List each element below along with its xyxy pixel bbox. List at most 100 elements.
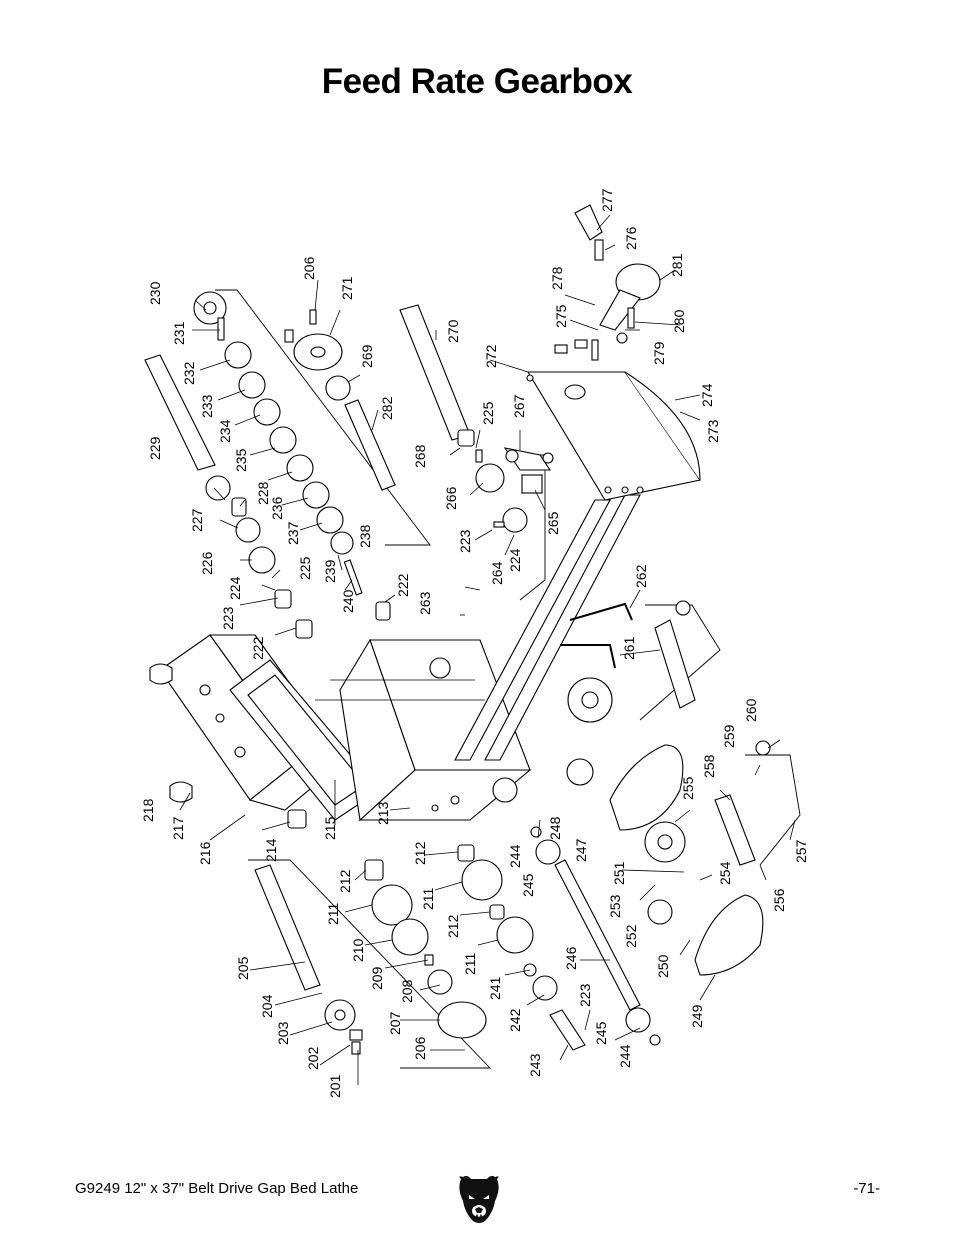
knobs (149, 663, 307, 829)
callout-243: 243 (527, 1053, 543, 1077)
lever-assembly-lower (644, 740, 771, 976)
callout-209: 209 (369, 966, 385, 990)
callout-217: 217 (170, 816, 186, 840)
callout-213: 213 (375, 801, 391, 825)
callout-207: 207 (387, 1011, 403, 1035)
callout-238: 238 (357, 524, 373, 548)
shaft-270 (399, 304, 483, 463)
footer-model-name: G9249 12" x 37" Belt Drive Gap Bed Lathe (75, 1180, 359, 1197)
shift-handle (554, 204, 661, 361)
callout-258: 258 (701, 754, 717, 778)
callout-212-a: 212 (337, 869, 353, 893)
callout-266: 266 (443, 486, 459, 510)
callout-labels: 201 202 203 204 205 206 207 208 209 210 … (140, 188, 809, 1098)
callout-211-c: 211 (462, 952, 478, 975)
callout-203: 203 (275, 1021, 291, 1045)
callout-240: 240 (340, 589, 356, 613)
callout-236: 236 (269, 496, 285, 520)
callout-274: 274 (699, 383, 715, 407)
lever-assembly-upper (566, 600, 696, 831)
callout-273: 273 (705, 419, 721, 443)
callout-233: 233 (199, 394, 215, 418)
callout-249: 249 (689, 1004, 705, 1028)
callout-281: 281 (669, 253, 685, 277)
callout-239: 239 (322, 559, 338, 583)
callout-214: 214 (263, 838, 279, 862)
callout-216: 216 (197, 841, 213, 865)
callout-246: 246 (563, 946, 579, 970)
callout-257: 257 (793, 839, 809, 863)
hex-wrench-261 (560, 644, 616, 669)
callout-268: 268 (412, 444, 428, 468)
callout-280: 280 (671, 309, 687, 333)
frame-lower-shaft (248, 859, 492, 1069)
callout-226: 226 (199, 551, 215, 575)
gearbox-main-case (315, 638, 532, 822)
callout-210: 210 (350, 938, 366, 962)
side-cover-272 (526, 371, 701, 501)
callout-255: 255 (680, 776, 696, 800)
callout-256: 256 (771, 888, 787, 912)
callout-252: 252 (623, 924, 639, 948)
callout-247: 247 (573, 838, 589, 862)
callout-241: 241 (487, 976, 503, 1000)
callout-224-b: 224 (507, 548, 523, 572)
callout-223-a: 223 (220, 606, 236, 630)
lower-gears (364, 826, 661, 1051)
callout-264: 264 (489, 561, 505, 585)
callout-276: 276 (623, 226, 639, 250)
callout-211-b: 211 (420, 887, 436, 910)
callout-237: 237 (285, 521, 301, 545)
callout-225-a: 225 (297, 556, 313, 580)
callout-267: 267 (511, 394, 527, 418)
callout-253: 253 (607, 894, 623, 918)
callout-260: 260 (743, 698, 759, 722)
callout-244-a: 244 (507, 844, 523, 868)
shift-fork-267 (475, 447, 554, 533)
bear-logo-icon (459, 1175, 499, 1223)
frame-upper-left (215, 289, 431, 546)
callout-225-b: 225 (480, 401, 496, 425)
callout-245-b: 245 (593, 1021, 609, 1045)
callout-222-a: 222 (250, 636, 266, 660)
callout-223-c: 223 (577, 983, 593, 1007)
callout-262: 262 (633, 564, 649, 588)
callout-222-b: 222 (395, 573, 411, 597)
hex-wrench-262 (569, 602, 633, 621)
callout-259: 259 (721, 724, 737, 748)
callout-245-a: 245 (520, 873, 536, 897)
callout-265: 265 (545, 511, 561, 535)
callout-242: 242 (507, 1008, 523, 1032)
callout-263: 263 (417, 591, 433, 615)
callout-250: 250 (655, 954, 671, 978)
callout-205: 205 (235, 956, 251, 980)
callout-272: 272 (483, 344, 499, 368)
callout-282: 282 (379, 396, 395, 420)
callout-277: 277 (599, 188, 615, 212)
callout-202: 202 (305, 1046, 321, 1070)
callout-212-b: 212 (412, 841, 428, 865)
callout-201: 201 (327, 1074, 343, 1098)
callout-235: 235 (233, 448, 249, 472)
callout-211-a: 211 (325, 902, 341, 925)
leader-lines (179, 214, 796, 1085)
flange-271 (284, 309, 396, 491)
callout-278: 278 (549, 266, 565, 290)
callout-231: 231 (171, 321, 187, 345)
callout-228: 228 (255, 481, 271, 505)
page-title: Feed Rate Gearbox (321, 62, 633, 101)
callout-206-upper: 206 (301, 256, 317, 280)
callout-248: 248 (547, 816, 563, 840)
callout-261: 261 (621, 636, 637, 660)
callout-227: 227 (189, 508, 205, 532)
callout-223-b: 223 (457, 529, 473, 553)
callout-270: 270 (445, 319, 461, 343)
callout-254: 254 (717, 861, 733, 885)
callout-204: 204 (259, 994, 275, 1018)
callout-275: 275 (553, 304, 569, 328)
footer-page-number: -71- (853, 1180, 880, 1197)
callout-269: 269 (359, 344, 375, 368)
callout-251: 251 (611, 861, 627, 885)
lower-shaft-205 (254, 864, 363, 1055)
